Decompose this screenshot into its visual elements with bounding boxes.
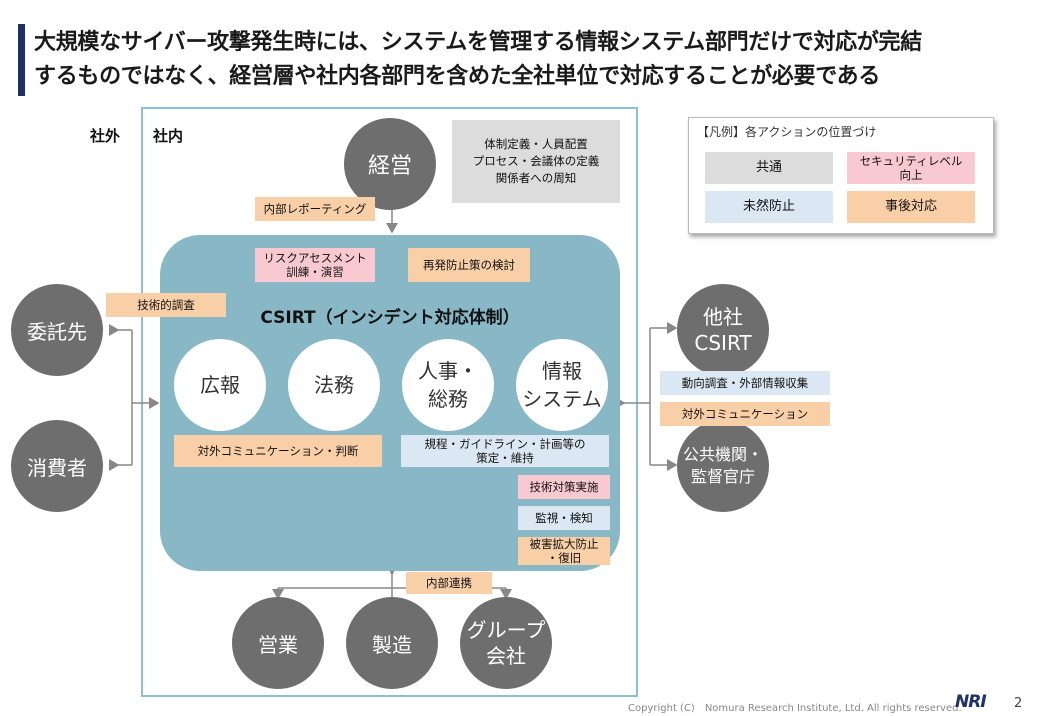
title-accent-bar: [18, 24, 25, 96]
legend-security-up: セキュリティレベル 向上: [847, 152, 975, 184]
zone-label-outside: 社外: [90, 127, 121, 145]
page-title: 大規模なサイバー攻撃発生時には、システムを管理する情報システム部門だけで対応が完…: [34, 26, 1034, 94]
node-management: 経営: [344, 118, 436, 210]
nri-logo: NRI: [955, 692, 987, 712]
node-consumer: 消費者: [11, 420, 103, 512]
action-technical-investigation: 技術的調査: [106, 293, 226, 317]
action-rules-guidelines: 規程・ガイドライン・計画等の 策定・維持: [401, 435, 609, 467]
action-mgmt-definition: 体制定義・人員配置 プロセス・会議体の定義 関係者への周知: [452, 120, 620, 203]
member-hr-general: 人事・ 総務: [402, 339, 494, 431]
action-risk-assessment: リスクアセスメント 訓練・演習: [255, 248, 375, 282]
member-legal: 法務: [288, 339, 380, 431]
action-monitoring: 監視・検知: [518, 506, 610, 530]
zone-label-inside: 社内: [153, 127, 184, 145]
action-internal-reporting: 内部レポーティング: [255, 197, 375, 221]
member-it-systems: 情報 システム: [516, 339, 608, 431]
footer-copyright: Copyright (C) Nomura Research Institute,…: [628, 703, 962, 714]
csirt-title: CSIRT（インシデント対応体制）: [260, 308, 520, 328]
action-recurrence-prevention: 再発防止策の検討: [408, 248, 530, 282]
action-external-comm: 対外コミュニケーション: [660, 402, 830, 426]
member-pr: 広報: [174, 339, 266, 431]
legend-common: 共通: [705, 152, 833, 184]
page-title-line1: 大規模なサイバー攻撃発生時には、システムを管理する情報システム部門だけで対応が完…: [34, 30, 922, 55]
node-group-company: グループ 会社: [460, 597, 552, 689]
node-sales: 営業: [232, 597, 324, 689]
action-tech-measures: 技術対策実施: [518, 475, 610, 499]
action-trend-research: 動向調査・外部情報収集: [660, 371, 830, 395]
node-contractor: 委託先: [11, 284, 103, 376]
internal-frame: [141, 107, 638, 697]
legend-post-response: 事後対応: [847, 191, 975, 223]
legend-box: 【凡例】各アクションの位置づけ 共通 セキュリティレベル 向上 未然防止 事後対…: [688, 117, 994, 234]
legend-title: 【凡例】各アクションの位置づけ: [697, 125, 877, 139]
page-title-line2: するものではなく、経営層や社内各部門を含めた全社単位で対応することが必要である: [34, 64, 881, 89]
page-number: 2: [1014, 696, 1023, 711]
action-internal-coordination: 内部連携: [406, 572, 492, 594]
legend-prevention: 未然防止: [705, 191, 833, 223]
action-damage-control: 被害拡大防止 ・復旧: [518, 537, 610, 565]
node-other-csirt: 他社 CSIRT: [677, 284, 769, 376]
node-public-agency: 公共機関・ 監督官庁: [677, 420, 769, 512]
node-manufacturing: 製造: [346, 597, 438, 689]
action-external-comm-judgment: 対外コミュニケーション・判断: [174, 435, 382, 467]
